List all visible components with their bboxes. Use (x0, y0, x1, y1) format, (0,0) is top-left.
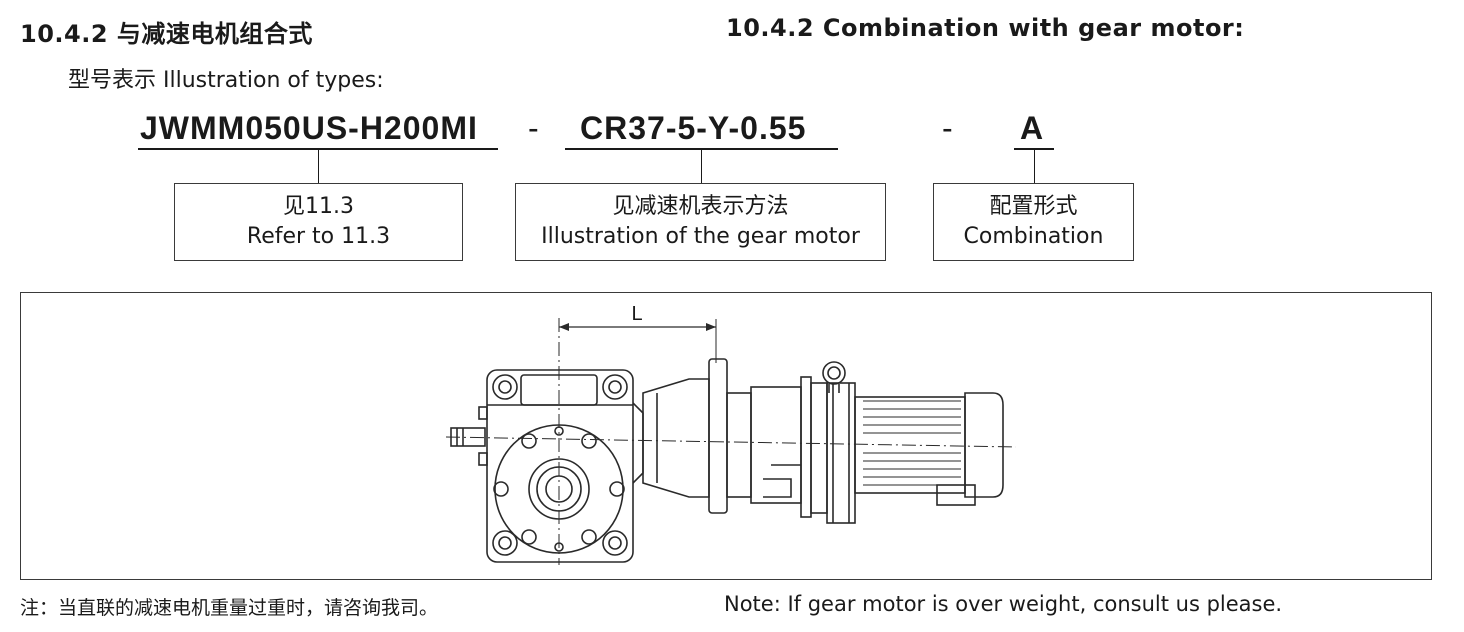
eye-bolt (822, 361, 846, 385)
types-label: 型号表示 Illustration of types: (68, 68, 384, 93)
note-en: Note: If gear motor is over weight, cons… (724, 592, 1283, 616)
box-text-cn: 配置形式 (989, 194, 1078, 219)
gearbox-flange (494, 424, 624, 554)
center-line-horizontal (445, 436, 1017, 448)
connector-line-1 (318, 149, 319, 184)
box-text-en: Combination (963, 224, 1104, 249)
motor-fan-cover (964, 392, 1004, 498)
explanation-box-combination: 配置形式 Combination (933, 183, 1134, 261)
box-text-cn: 见减速机表示方法 (612, 194, 789, 219)
input-shaft (450, 427, 486, 447)
dimension-label-l: L (631, 303, 642, 325)
connector-line-3 (1034, 149, 1035, 184)
explanation-box-refer: 见11.3 Refer to 11.3 (174, 183, 463, 261)
section-heading-en: 10.4.2 Combination with gear motor: (726, 14, 1245, 42)
reducer-flange (810, 382, 828, 514)
terminal-box (936, 484, 976, 506)
box-text-cn: 见11.3 (283, 194, 354, 219)
connector-line-2 (701, 149, 702, 184)
model-code-separator-2: - (942, 110, 953, 146)
box-text-en: Illustration of the gear motor (541, 224, 860, 249)
model-code-part3: A (1020, 110, 1045, 146)
note-cn: 注：当直联的减速电机重量过重时，请咨询我司。 (20, 597, 439, 619)
adapter-flange (708, 358, 728, 514)
technical-drawing-frame: L (20, 292, 1432, 580)
section-heading-cn: 10.4.2 与减速电机组合式 (20, 20, 313, 48)
model-code-part2: CR37-5-Y-0.55 (580, 110, 807, 146)
reducer-body (750, 386, 802, 504)
gearbox-housing (486, 369, 634, 563)
explanation-box-gear-motor: 见减速机表示方法 Illustration of the gear motor (515, 183, 886, 261)
gear-motor-drawing: L (445, 303, 1017, 565)
model-code-part1: JWMM050US-H200MI (140, 110, 478, 146)
adapter-cone (642, 378, 710, 498)
model-code-separator-1: - (528, 110, 539, 146)
box-text-en: Refer to 11.3 (246, 224, 391, 249)
